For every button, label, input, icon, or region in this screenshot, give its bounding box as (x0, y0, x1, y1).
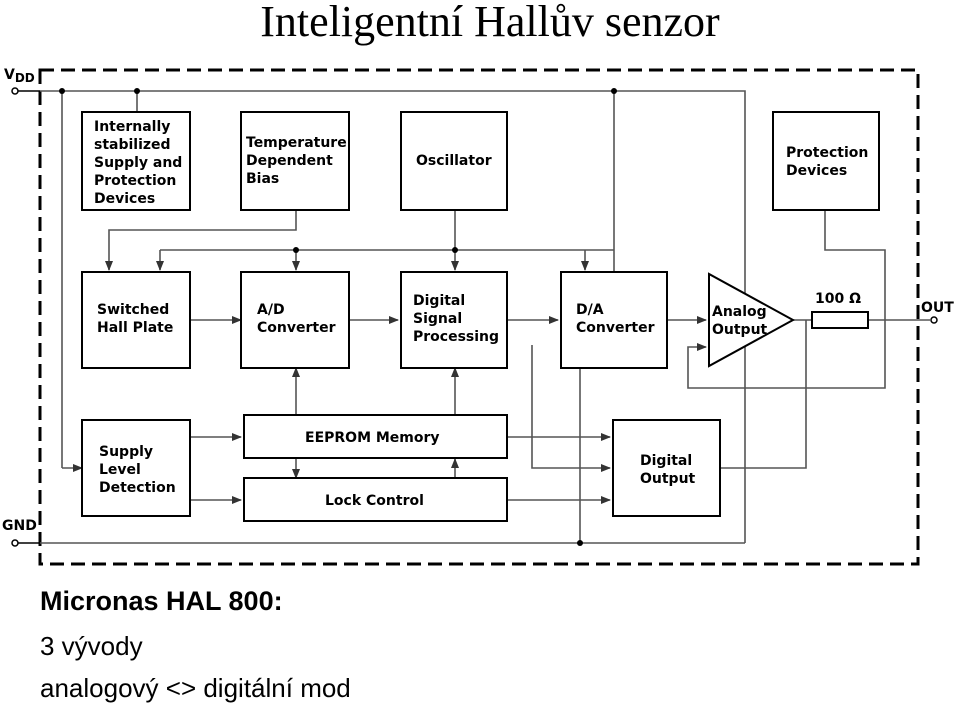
block-eeprom: EEPROM Memory (243, 414, 508, 459)
block-dac: D/A Converter (560, 271, 668, 369)
caption-line-mode: analogový <> digitální mod (40, 673, 351, 703)
block-analog-output: Analog Output (708, 272, 796, 368)
block-adc: A/D Converter (240, 271, 350, 369)
page-title: Inteligentní Hallův senzor (260, 0, 720, 46)
caption-line-pins: 3 vývody (40, 631, 143, 661)
block-dsp: Digital Signal Processing (400, 271, 508, 369)
svg-text:Devices: Devices (786, 163, 847, 179)
svg-text:Temperature: Temperature (246, 135, 347, 151)
svg-text:Supply: Supply (99, 444, 153, 460)
svg-text:Devices: Devices (94, 191, 155, 207)
svg-text:Signal: Signal (413, 311, 462, 327)
svg-text:EEPROM Memory: EEPROM Memory (305, 430, 440, 446)
svg-text:Processing: Processing (413, 329, 499, 345)
svg-text:Lock Control: Lock Control (325, 493, 424, 509)
pin-vdd: VDD (4, 67, 40, 95)
svg-text:Hall Plate: Hall Plate (97, 320, 173, 336)
svg-text:Protection: Protection (786, 145, 868, 161)
block-oscillator: Oscillator (400, 111, 508, 211)
block-temperature-bias: Temperature Dependent Bias (240, 111, 350, 211)
resistor-100-ohm: 100 Ω (811, 291, 869, 329)
svg-text:Analog: Analog (712, 304, 767, 320)
svg-text:Level: Level (99, 462, 141, 478)
svg-text:stabilized: stabilized (94, 137, 171, 153)
svg-text:Output: Output (640, 471, 696, 487)
svg-text:Detection: Detection (99, 480, 176, 496)
svg-text:D/A: D/A (576, 302, 604, 318)
block-supply: Internally stabilized Supply and Protect… (81, 111, 191, 211)
svg-text:Converter: Converter (576, 320, 655, 336)
block-digital-output: Digital Output (612, 419, 721, 517)
svg-text:Digital: Digital (413, 293, 465, 309)
gnd-label: GND (2, 518, 37, 534)
svg-text:Digital: Digital (640, 453, 692, 469)
caption-heading: Micronas HAL 800: (40, 586, 283, 616)
out-label: OUT (921, 300, 954, 316)
block-hall-plate: Switched Hall Plate (81, 271, 191, 369)
svg-text:100 Ω: 100 Ω (815, 291, 861, 307)
svg-text:Supply and: Supply and (94, 155, 182, 171)
svg-text:Bias: Bias (246, 171, 279, 187)
vdd-label: VDD (4, 67, 35, 85)
svg-text:Converter: Converter (257, 320, 336, 336)
svg-text:Protection: Protection (94, 173, 176, 189)
pin-gnd: GND (2, 518, 40, 547)
svg-text:Switched: Switched (97, 302, 169, 318)
svg-text:Oscillator: Oscillator (416, 153, 492, 169)
block-supply-level: Supply Level Detection (81, 419, 191, 517)
chip-boundary (38, 68, 920, 566)
block-protection: Protection Devices (772, 111, 880, 211)
svg-text:A/D: A/D (257, 302, 285, 318)
svg-text:Internally: Internally (94, 119, 170, 135)
svg-text:Dependent: Dependent (246, 153, 333, 169)
block-lock-control: Lock Control (243, 477, 508, 522)
svg-text:Output: Output (712, 322, 768, 338)
wiring (40, 88, 931, 546)
